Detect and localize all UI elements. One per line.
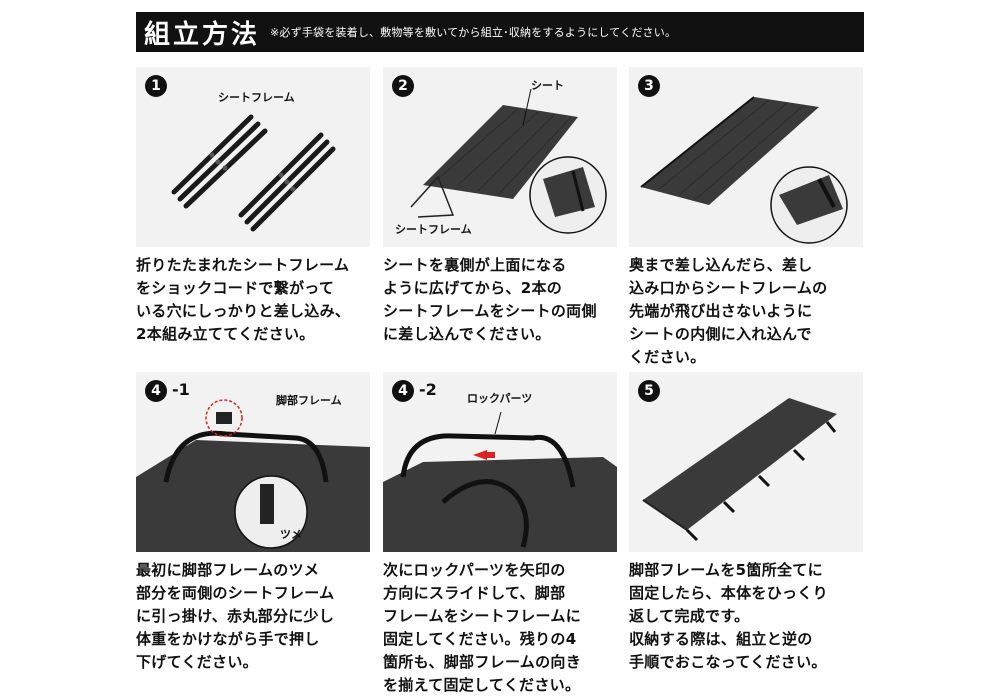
header-title: 組立方法 — [144, 19, 261, 50]
leg-frame-attach-illustration — [136, 399, 370, 552]
seat-spread-illustration — [410, 88, 607, 234]
step-3: 3 奥まで差し込んだら、差し 込み口からシートフレームの 先端が飛び出さないよう… — [629, 67, 863, 369]
step-4-2-sub: -2 — [419, 380, 437, 399]
leg-frame-label: 脚部フレーム — [276, 394, 342, 407]
step-3-badge: 3 — [638, 75, 660, 97]
step-4-2-badge: 4 — [392, 380, 414, 402]
step-1-description: 折りたたまれたシートフレーム をショックコードで繋がって いる穴にしっかりと差し… — [136, 256, 351, 343]
step-2-description: シートを裏側が上面になる ように広げてから、2本の シートフレームをシートの両側… — [383, 256, 597, 343]
header-note: ※必ず手袋を装着し、敷物等を敷いてから組立･収納をするようにしてください。 — [270, 26, 677, 39]
step-4-1-sub: -1 — [172, 380, 190, 399]
lock-parts-label: ロックパーツ — [467, 392, 533, 405]
step-5-image: 5 — [629, 372, 863, 552]
lock-parts-slide-illustration — [383, 411, 617, 552]
step-1-image: 1 シートフレーム — [136, 67, 370, 247]
step-3-description: 奥まで差し込んだら、差し 込み口からシートフレームの 先端が飛び出さないように … — [629, 256, 828, 366]
step-5-description: 脚部フレームを5箇所全てに 固定したら、本体をひっくり 返して完成です。 収納す… — [629, 561, 828, 671]
seat-frame-label: シートフレーム — [395, 223, 472, 236]
claw-label: ツメ — [280, 528, 302, 541]
step-5: 5 脚部フレームを5箇所全てに 固定したら、本体をひっくり 返して完成です。 収… — [629, 372, 863, 674]
step-1: 1 シートフレーム 折りたたまれたシートフレーム をショックコードで繋がって い… — [136, 67, 370, 346]
step-3-image: 3 — [629, 67, 863, 247]
step-4-1-description: 最初に脚部フレームのツメ 部分を両側のシートフレーム に引っ掛け、赤丸部分に少し… — [136, 561, 335, 671]
seat-label: シート — [531, 79, 564, 92]
step-4-1-badge: 4 — [145, 380, 167, 402]
step-4-2-image: 4 -2 ロックパーツ — [383, 372, 617, 552]
step-4-1-image: 4 -1 脚部フレーム ツメ — [136, 372, 370, 552]
header-bar: 組立方法 ※必ず手袋を装着し、敷物等を敷いてから組立･収納をするようにしてくださ… — [136, 12, 864, 52]
step-4-1: 4 -1 脚部フレーム ツメ 最初に脚部フレームのツメ 部分を両側のシートフレー… — [136, 372, 370, 674]
step-4-2: 4 -2 ロックパーツ 次にロックパーツを矢印の 方向にスライドして、脚部 フレ… — [383, 372, 617, 697]
step-2: 2 シート シートフレーム シートを裏側が上面になる ように広げてから、2本の … — [383, 67, 617, 346]
step-2-image: 2 シート シートフレーム — [383, 67, 617, 247]
step-1-badge: 1 — [145, 75, 167, 97]
seat-frame-inserted-illustration — [640, 96, 848, 244]
completed-cot-illustration — [642, 398, 837, 542]
seat-frame-poles-illustration — [171, 114, 336, 232]
seat-frame-label: シートフレーム — [218, 91, 295, 104]
step-5-badge: 5 — [638, 380, 660, 402]
step-4-2-description: 次にロックパーツを矢印の 方向にスライドして、脚部 フレームをシートフレームに … — [383, 561, 582, 694]
step-2-badge: 2 — [392, 75, 414, 97]
